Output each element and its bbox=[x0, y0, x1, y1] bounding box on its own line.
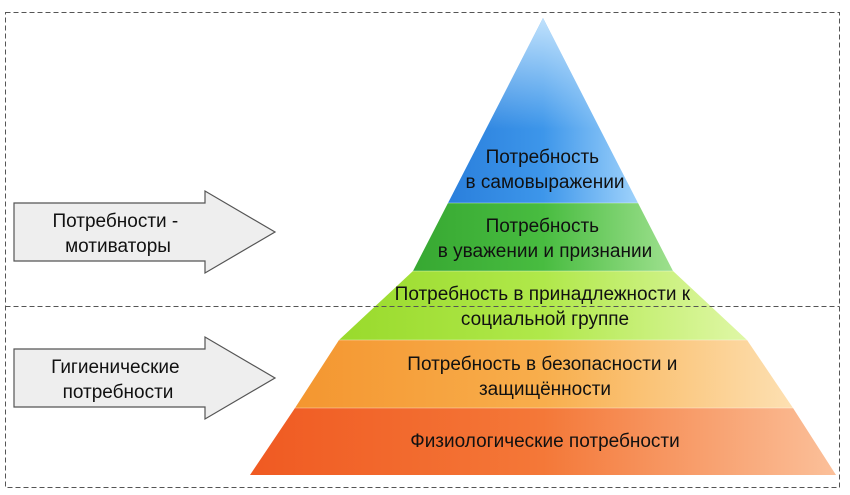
tier-self-actualization-line-1: Потребность bbox=[486, 147, 600, 168]
tier-self-actualization-label: Потребность в самовыражении bbox=[466, 147, 625, 193]
tier-safety-line-1: Потребность в безопасности и bbox=[407, 354, 677, 375]
tier-esteem-line-1: Потребность bbox=[486, 216, 600, 237]
tier-physiological bbox=[250, 408, 836, 475]
tier-belonging bbox=[339, 271, 747, 340]
arrow-hygiene-line-2: потребности bbox=[63, 382, 174, 403]
tier-belonging-line-1: Потребность в принадлежности к bbox=[395, 284, 691, 305]
tier-self-actualization-line-2: в самовыражении bbox=[466, 172, 625, 193]
tier-esteem bbox=[413, 203, 673, 271]
arrow-motivators-line-1: Потребности - bbox=[52, 211, 178, 232]
group-arrow-hygiene: Гигиенические потребности bbox=[13, 335, 277, 421]
arrow-hygiene-shape bbox=[13, 335, 277, 421]
tier-safety bbox=[295, 340, 793, 408]
group-arrow-motivators: Потребности - мотиваторы bbox=[13, 189, 277, 275]
tier-safety-line-2: защищённости bbox=[479, 379, 611, 400]
tier-belonging-line-2: социальной группе bbox=[461, 309, 629, 330]
arrow-hygiene-line-1: Гигиенические bbox=[51, 357, 180, 378]
pyramid bbox=[250, 18, 836, 475]
tier-self-actualization-highlight bbox=[486, 18, 600, 129]
tier-labels: Потребность в самовыражении Потребность … bbox=[395, 147, 696, 452]
tier-esteem-label: Потребность в уважении и признании bbox=[438, 216, 652, 262]
arrow-motivators-label: Потребности - мотиваторы bbox=[52, 211, 183, 257]
group-frames bbox=[5, 12, 840, 488]
frame-outer bbox=[5, 12, 840, 488]
arrow-motivators-shape bbox=[13, 189, 277, 275]
tier-physiological-line-1: Физиологические потребности bbox=[410, 431, 680, 452]
tier-belonging-label: Потребность в принадлежности к социально… bbox=[395, 284, 696, 330]
arrow-motivators-line-2: мотиваторы bbox=[65, 236, 171, 257]
tier-esteem-line-2: в уважении и признании bbox=[438, 241, 652, 262]
tier-physiological-label: Физиологические потребности bbox=[410, 431, 680, 452]
tier-safety-label: Потребность в безопасности и защищённост… bbox=[407, 354, 682, 400]
arrow-hygiene-label: Гигиенические потребности bbox=[51, 357, 185, 403]
